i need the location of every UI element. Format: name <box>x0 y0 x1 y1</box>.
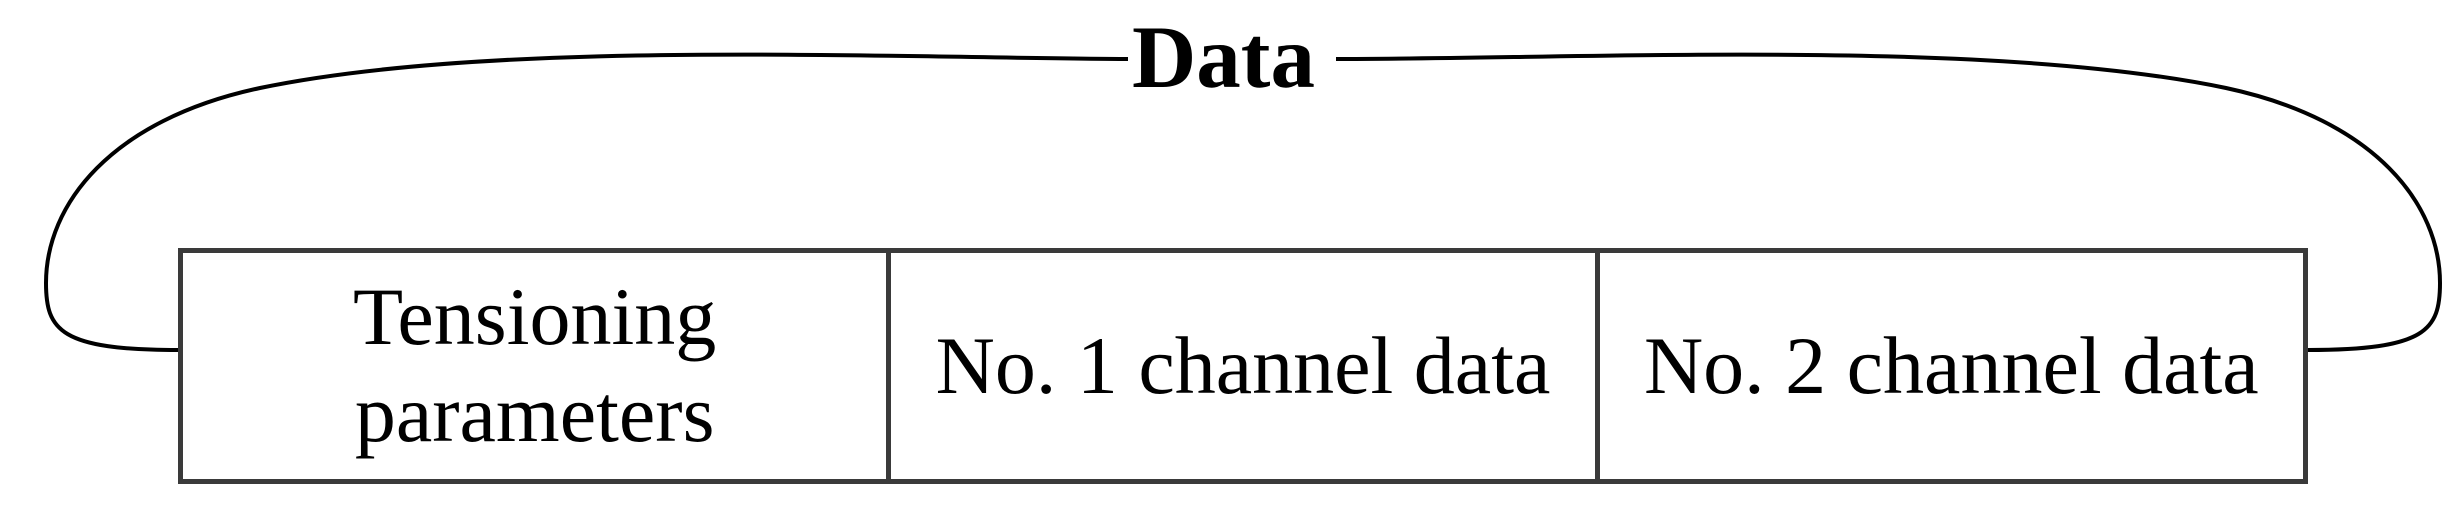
field-label: Tensioning parameters <box>353 271 717 459</box>
group-label: Data <box>0 14 2447 103</box>
field-cell-channel-1-data: No. 1 channel data <box>891 253 1600 479</box>
field-cell-channel-2-data: No. 2 channel data <box>1600 253 2303 479</box>
field-label: No. 1 channel data <box>935 319 1551 411</box>
field-table: Tensioning parameters No. 1 channel data… <box>178 248 2308 484</box>
group-label-text: Data <box>1128 14 1319 103</box>
field-cell-tensioning-parameters: Tensioning parameters <box>183 253 892 479</box>
field-label: No. 2 channel data <box>1643 319 2259 411</box>
